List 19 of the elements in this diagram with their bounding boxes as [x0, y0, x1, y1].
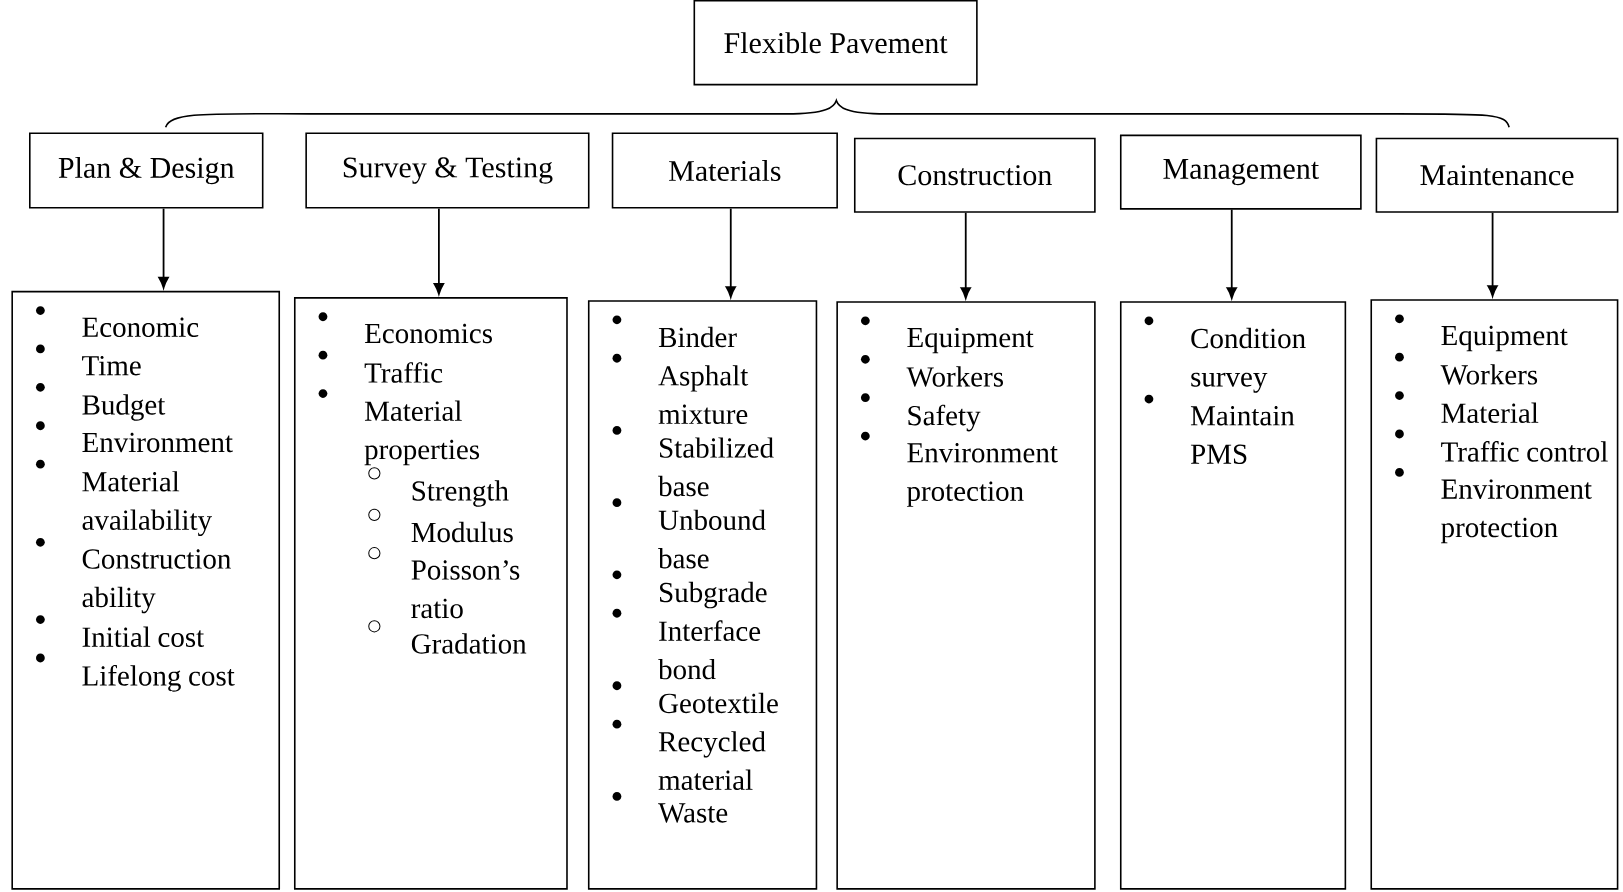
category-box: Survey & Testing [305, 132, 590, 209]
list-box: Economics Traffic Material properties Strength Modulus Poisson’s ratio Gradation [293, 296, 568, 890]
list-box: Binder Asphalt mixture Stabilized base Unbound base Subgrade Interface bond Geotextile Recycled material Waste [587, 300, 818, 890]
arrow [1226, 208, 1237, 299]
list-box: Equipment Workers Material Traffic control Environment protection [1370, 299, 1619, 890]
category-box: Materials [611, 132, 838, 209]
arrow [1487, 211, 1498, 297]
arrow [158, 207, 169, 289]
arrow [433, 207, 445, 295]
category-box: Plan & Design [29, 132, 264, 209]
arrow [725, 207, 736, 298]
list-box: Equipment Workers Safety Environment protection [836, 301, 1096, 890]
category-box: Management [1119, 134, 1362, 210]
list-box: Condition survey Maintain PMS [1119, 301, 1347, 890]
category-box: Maintenance [1375, 137, 1619, 213]
list-box: Economic Time Budget Environment Material availability Construction ability Initial cost Lifelong cost [11, 290, 281, 890]
category-box: Construction [853, 137, 1096, 213]
title-box: Flexible Pavement [693, 0, 978, 86]
arrow [960, 211, 971, 299]
